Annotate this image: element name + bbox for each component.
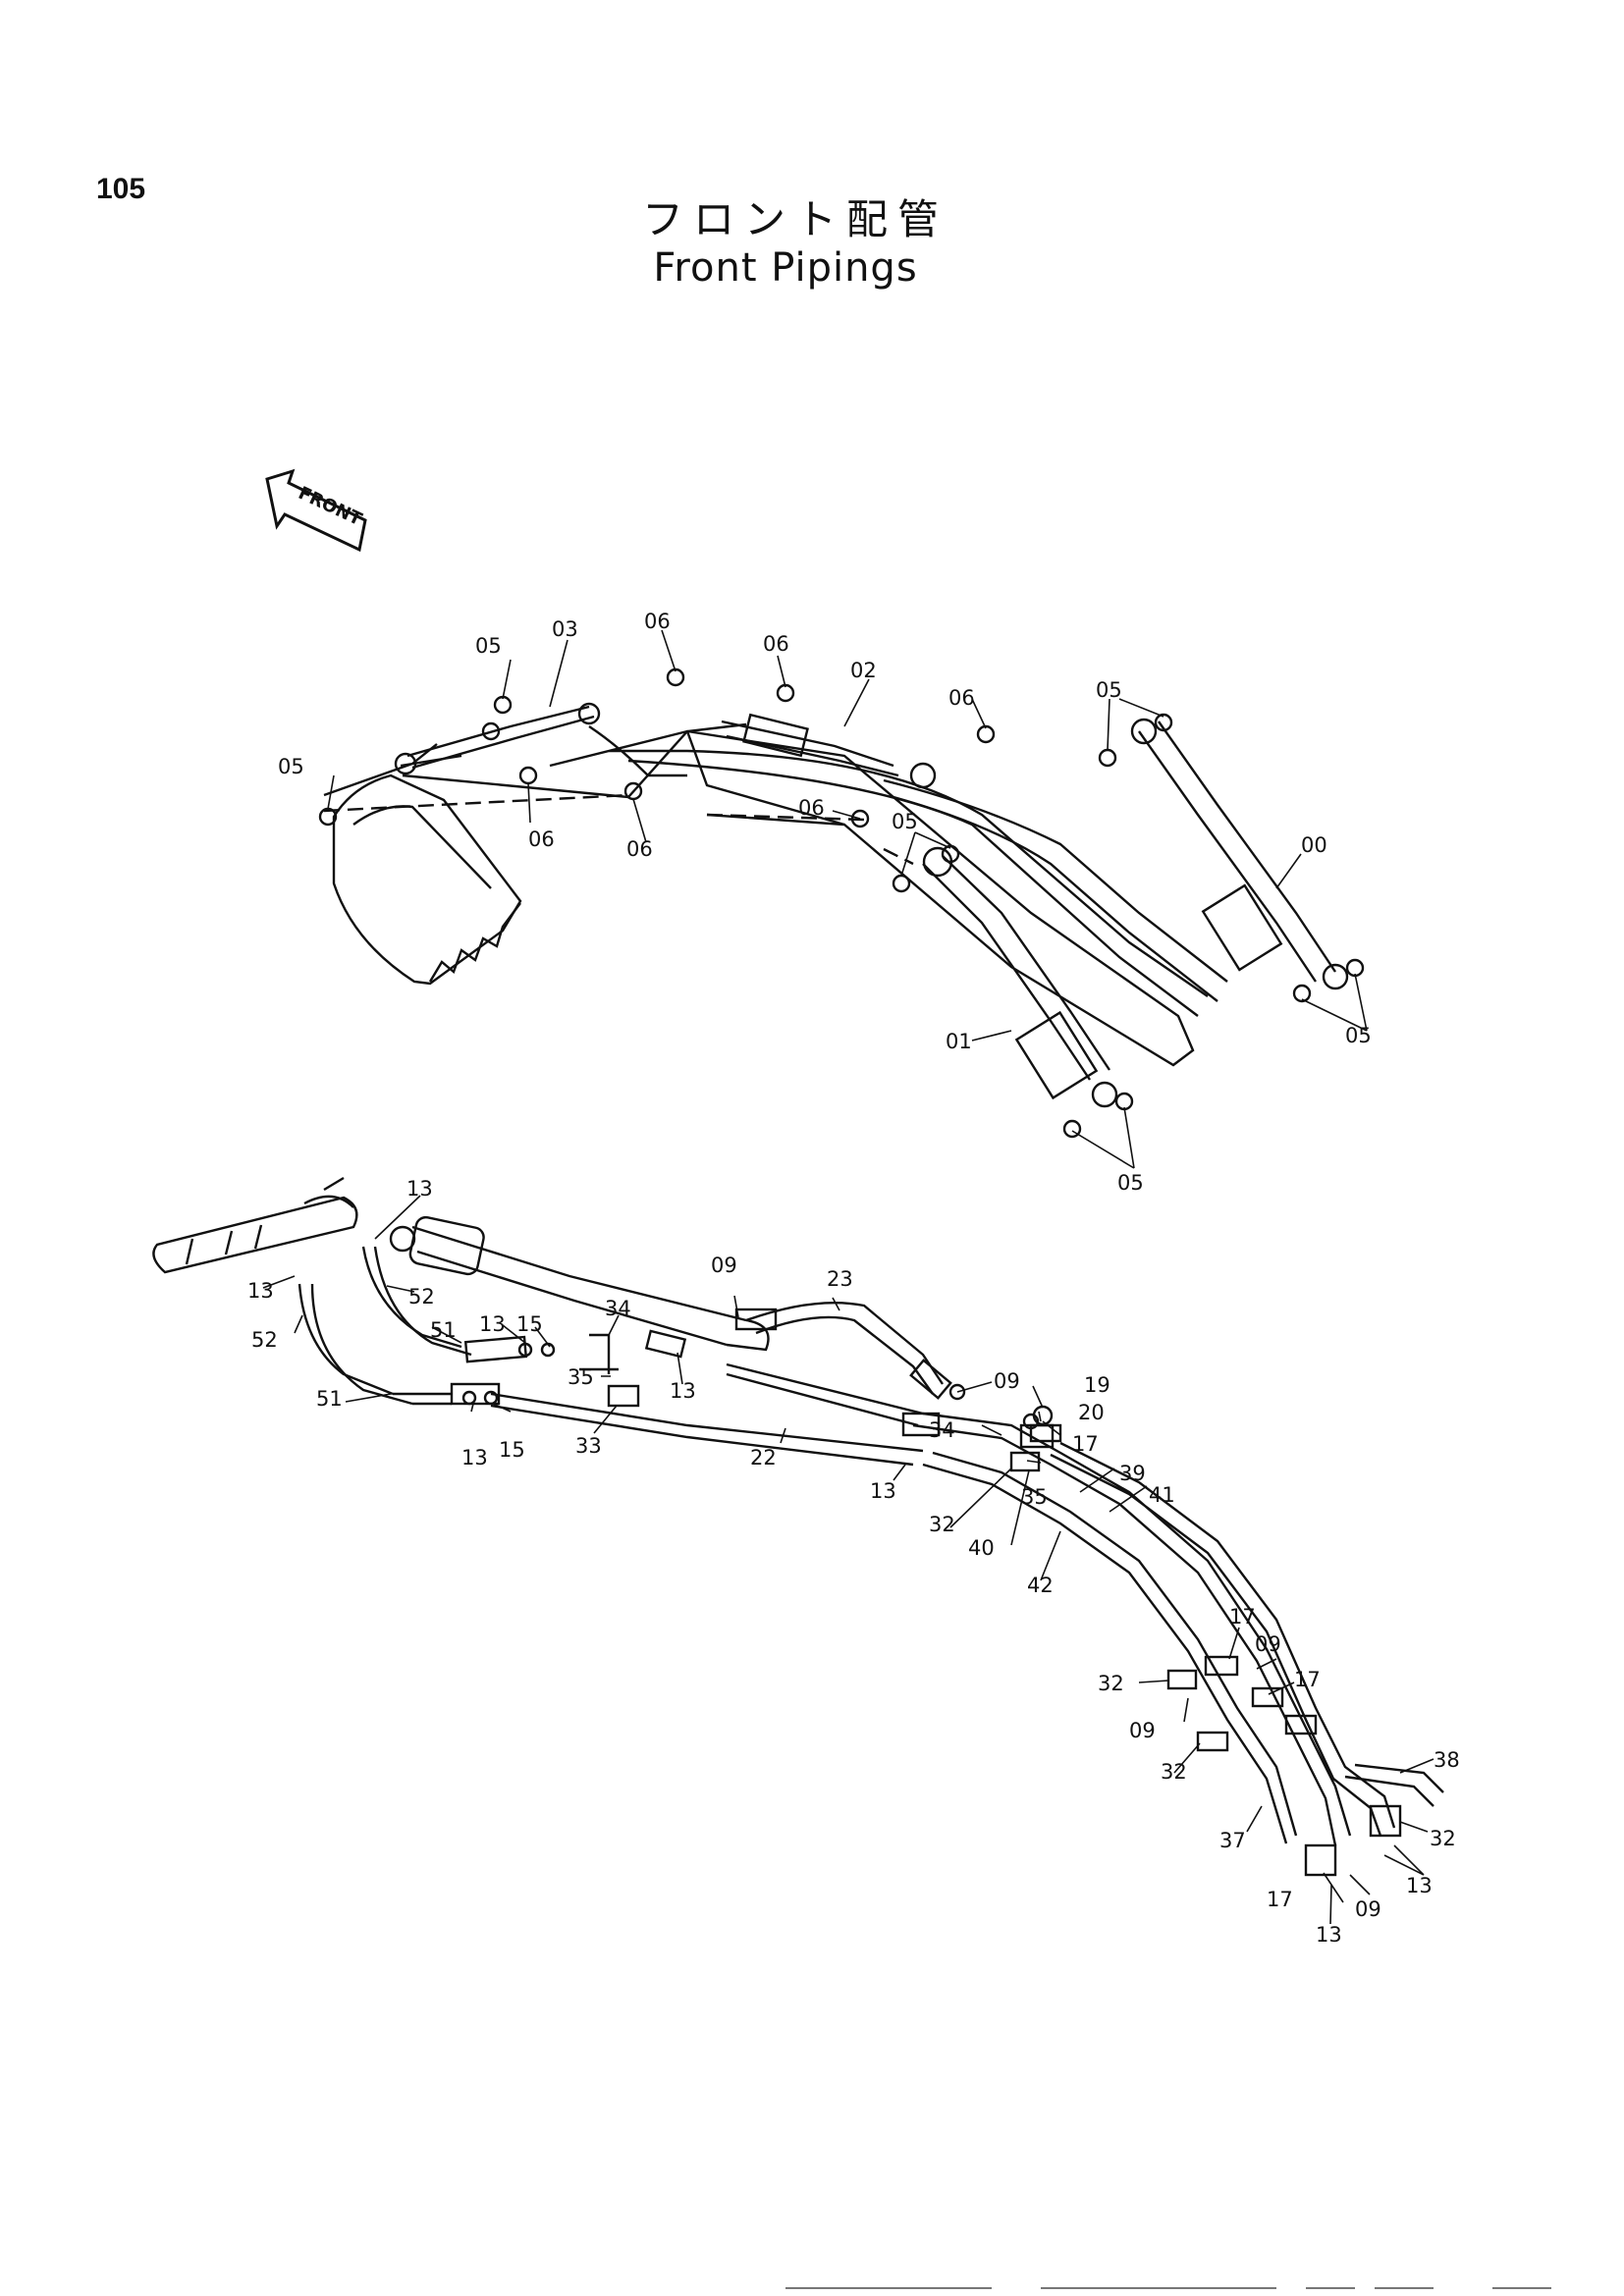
callout: 34 <box>605 1297 631 1320</box>
front-arrow-icon: FRONT <box>265 468 367 553</box>
callout: 38 <box>1434 1748 1460 1772</box>
callout: 05 <box>1117 1171 1144 1195</box>
callout: 51 <box>316 1387 343 1411</box>
boom-cylinder <box>922 855 1110 1081</box>
footer-rule <box>785 2287 992 2289</box>
callout: 06 <box>948 686 975 710</box>
callout: 09 <box>711 1254 737 1277</box>
callout: 34 <box>929 1418 955 1442</box>
callout: 13 <box>406 1177 433 1201</box>
right-cylinder <box>1138 721 1336 983</box>
bucket-cylinder-lower <box>411 1225 747 1347</box>
callout: 09 <box>994 1369 1020 1393</box>
hose-51-left <box>310 1283 413 1406</box>
callout: 05 <box>1096 678 1122 702</box>
callout: 15 <box>499 1438 525 1462</box>
bucket-shape <box>332 774 522 986</box>
title-japanese: フロント配管 <box>641 195 948 243</box>
callout: 09 <box>1129 1719 1156 1742</box>
footer-rule <box>1306 2287 1355 2289</box>
lower-callouts: 13 13 52 52 51 51 13 15 13 15 34 35 33 0… <box>247 1177 1460 1947</box>
callout: 02 <box>850 659 877 682</box>
callout: 37 <box>1219 1829 1246 1852</box>
callout: 32 <box>1161 1760 1187 1784</box>
callout: 05 <box>892 810 918 833</box>
callout: 13 <box>1316 1923 1342 1947</box>
callout: 06 <box>626 837 653 861</box>
callout: 13 <box>1406 1874 1433 1897</box>
bucket-cylinder <box>406 705 595 770</box>
callout: 00 <box>1301 833 1327 857</box>
title-english: Front Pipings <box>653 245 918 291</box>
upper-callouts: 05 03 06 06 02 06 05 05 06 06 06 05 00 0… <box>278 610 1372 1195</box>
page-number: 105 <box>96 173 146 205</box>
hose-52-left <box>298 1283 394 1396</box>
pin-washers <box>318 667 1365 1139</box>
callout: 13 <box>670 1379 696 1403</box>
hose-51-upper <box>373 1246 472 1357</box>
callout: 05 <box>475 634 502 658</box>
callout: 15 <box>516 1312 543 1336</box>
callout: 13 <box>461 1446 488 1469</box>
callout: 42 <box>1027 1574 1054 1597</box>
callout: 39 <box>1119 1462 1146 1485</box>
callout: 17 <box>1229 1605 1256 1629</box>
arm-hoses <box>549 722 1209 1017</box>
callout: 35 <box>568 1365 594 1389</box>
callout: 33 <box>575 1434 602 1458</box>
callout: 06 <box>528 828 555 851</box>
callout: 06 <box>763 632 789 656</box>
pipe-bundle <box>912 1412 1444 1846</box>
arm-cylinder <box>721 720 899 777</box>
callout: 20 <box>1078 1401 1105 1424</box>
callout: 13 <box>479 1312 506 1336</box>
arm-tip <box>152 1196 358 1274</box>
pipe-22 <box>490 1392 924 1467</box>
callout: 05 <box>1345 1024 1372 1047</box>
callout: 32 <box>929 1513 955 1536</box>
callout: 52 <box>251 1328 278 1352</box>
callout: 52 <box>408 1285 435 1308</box>
bucket-teeth <box>428 902 521 983</box>
callout: 13 <box>870 1479 896 1503</box>
callout: 22 <box>750 1446 777 1469</box>
callout: 09 <box>1255 1632 1281 1656</box>
callout: 17 <box>1294 1668 1321 1691</box>
callout: 17 <box>1072 1432 1099 1456</box>
callout: 03 <box>552 617 578 641</box>
footer-rule <box>1375 2287 1434 2289</box>
bucket-link <box>323 743 462 797</box>
callout: 35 <box>1021 1485 1048 1509</box>
callout: 41 <box>1149 1483 1175 1507</box>
callout: 51 <box>430 1318 457 1342</box>
callout: 13 <box>247 1279 274 1303</box>
lower-assembly-drawing <box>152 1176 1444 1925</box>
callout: 23 <box>827 1267 853 1291</box>
callout: 06 <box>798 796 825 820</box>
callout: 32 <box>1098 1672 1124 1695</box>
callout: 09 <box>1355 1897 1381 1921</box>
callout: 01 <box>946 1030 972 1053</box>
footer-rule <box>1492 2287 1551 2289</box>
arm-body <box>402 729 1195 1067</box>
callout: 17 <box>1267 1888 1293 1911</box>
callout: 05 <box>278 755 304 778</box>
callout: 06 <box>644 610 671 633</box>
pipe-clamps <box>1009 1423 1402 1877</box>
footer-rule <box>1041 2287 1276 2289</box>
callout: 40 <box>968 1536 995 1560</box>
hose-23 <box>745 1301 944 1395</box>
callout: 32 <box>1430 1827 1456 1850</box>
callout: 19 <box>1084 1373 1110 1397</box>
upper-assembly-drawing <box>318 629 1368 1169</box>
